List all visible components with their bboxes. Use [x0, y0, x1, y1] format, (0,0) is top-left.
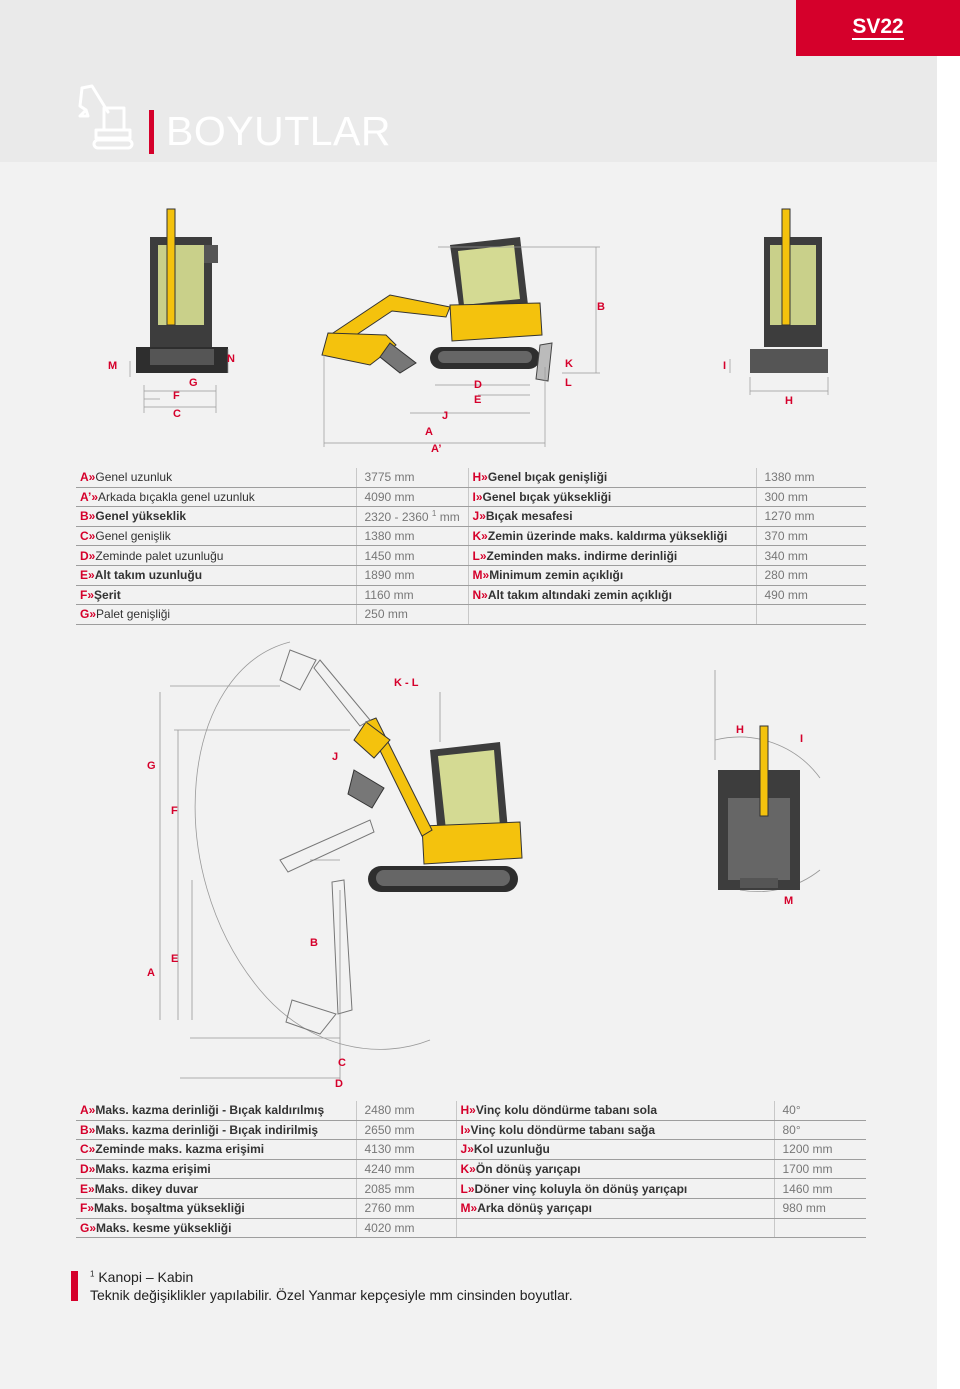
dim-label-c2: C: [338, 1057, 346, 1069]
dim-label-f: F: [173, 390, 180, 402]
dim-label-l: L: [565, 377, 572, 389]
footnote-disclaimer: Teknik değişiklikler yapılabilir. Özel Y…: [90, 1287, 573, 1303]
excavator-icon: [78, 84, 134, 150]
dim-label-c: C: [173, 408, 181, 420]
table-row: A’»Arkada bıçakla genel uzunluk 4090 mm …: [76, 487, 866, 508]
header-band: [0, 0, 937, 162]
dim-label-i2: I: [800, 733, 804, 745]
table-row: A»Maks. kazma derinliği - Bıçak kaldırıl…: [76, 1101, 866, 1121]
table-row: D»Maks. kazma erişimi 4240 mm K»Ön dönüş…: [76, 1159, 866, 1180]
dim-label-g: G: [189, 377, 198, 389]
dim-label-k-l: K - L: [394, 677, 419, 689]
dim-label-h2: H: [736, 724, 744, 736]
dim-label-d2: D: [335, 1078, 343, 1090]
table-row: F»Şerit 1160 mm N»Alt takım altındaki ze…: [76, 585, 866, 606]
dim-label-g2: G: [147, 760, 156, 772]
footnote-accent-bar: [71, 1271, 78, 1301]
dim-label-j2: J: [332, 751, 339, 763]
dim-label-e2: E: [171, 953, 179, 965]
model-tag: SV22: [796, 0, 960, 56]
dim-label-m: M: [108, 360, 118, 372]
table-row: B»Maks. kazma derinliği - Bıçak indirilm…: [76, 1120, 866, 1141]
dim-label-e: E: [474, 394, 482, 406]
table-row: E»Maks. dikey duvar 2085 mm L»Döner vinç…: [76, 1178, 866, 1199]
working-range-drawing: [159, 641, 821, 1080]
title-accent-bar: [149, 110, 154, 154]
table-row: B»Genel yükseklik 2320 - 2360 1 mm J»Bıç…: [76, 506, 866, 527]
table-row: F»Maks. boşaltma yüksekliği 2760 mm M»Ar…: [76, 1198, 866, 1219]
table-row: E»Alt takım uzunluğu 1890 mm M»Minimum z…: [76, 565, 866, 586]
table-row: C»Genel genişlik 1380 mm K»Zemin üzerind…: [76, 526, 866, 547]
dimensions-table: A»Genel uzunluk 3775 mm H»Genel bıçak ge…: [76, 468, 866, 625]
front-view-drawing: [129, 208, 229, 413]
footnote-canopy-cabin: 1 Kanopi – Kabin: [90, 1269, 194, 1285]
dim-label-f2: F: [171, 805, 178, 817]
dim-label-b2: B: [310, 937, 318, 949]
rear-view-drawing: [729, 208, 829, 395]
side-view-drawing: [321, 237, 600, 447]
table-row: G»Maks. kesme yüksekliği 4020 mm: [76, 1218, 866, 1239]
dim-label-n: N: [227, 353, 235, 365]
machine-dimensions-drawing: [129, 208, 829, 447]
table-row: G»Palet genişliği 250 mm: [76, 604, 866, 625]
table-row: D»Zeminde palet uzunluğu 1450 mm L»Zemin…: [76, 545, 866, 566]
dim-label-a-prime: A’: [431, 443, 442, 455]
dim-label-i: I: [723, 360, 727, 372]
page-title: BOYUTLAR: [166, 108, 391, 154]
dim-label-h: H: [785, 395, 793, 407]
table-row: A»Genel uzunluk 3775 mm H»Genel bıçak ge…: [76, 468, 866, 488]
model-name: SV22: [852, 15, 904, 40]
dim-label-m2: M: [784, 895, 794, 907]
dim-label-j: J: [442, 410, 449, 422]
working-range-table: A»Maks. kazma derinliği - Bıçak kaldırıl…: [76, 1101, 866, 1239]
dim-label-a2: A: [147, 967, 155, 979]
table-row: C»Zeminde maks. kazma erişimi 4130 mm J»…: [76, 1139, 866, 1160]
dim-label-d: D: [474, 379, 482, 391]
dim-label-a: A: [425, 426, 433, 438]
dim-label-b: B: [597, 301, 605, 313]
dim-label-k: K: [565, 358, 573, 370]
